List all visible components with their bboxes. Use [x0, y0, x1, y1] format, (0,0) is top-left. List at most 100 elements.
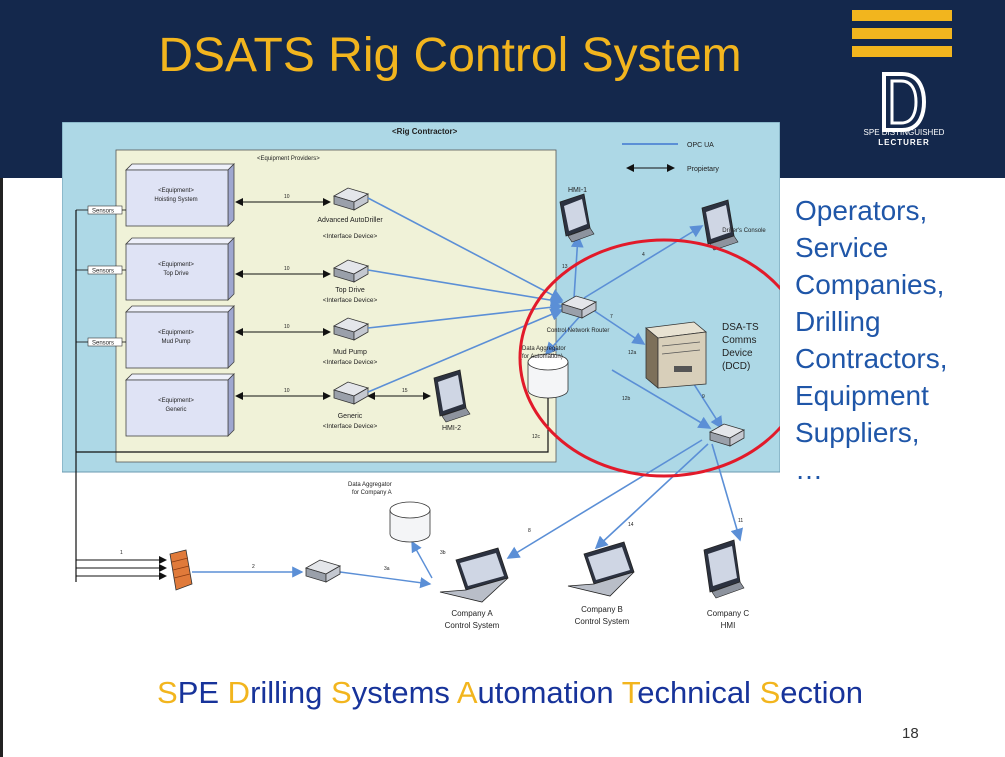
footer-initial: A [456, 675, 478, 710]
logo-bar-middle [852, 28, 952, 39]
link-num-10-b: 10 [284, 266, 290, 272]
equipment-topdrive-name: Top Drive [163, 271, 189, 277]
stakeholder-item: Drilling [795, 306, 881, 337]
footer-initial: T [621, 675, 638, 710]
logo-text-line2: LECTURER [878, 138, 930, 147]
equipment-providers-label: <Equipment Providers> [257, 156, 320, 162]
logo-bar-top [852, 10, 952, 21]
footer-word-rest: utomation [477, 675, 622, 710]
control-network-router-label: Control Network Router [547, 328, 610, 334]
link-num-1: 1 [120, 550, 123, 556]
link-num-14: 14 [628, 522, 634, 528]
sensors-label-2: Sensors [92, 269, 114, 275]
interface-autodriller-sub: <Interface Device> [323, 233, 378, 240]
link-num-7: 7 [610, 314, 613, 320]
sensors-label-3: Sensors [92, 341, 114, 347]
link-num-3a: 3a [384, 566, 390, 572]
interface-mudpump-name: Mud Pump [333, 349, 367, 356]
link-num-10-a: 10 [284, 194, 290, 200]
dcd-label-line1: DSA-TS [722, 322, 759, 333]
footer-word-rest: rilling [250, 675, 332, 710]
company-b-laptop-icon [567, 541, 635, 597]
footer-section-title: SPE Drilling Systems Automation Technica… [30, 675, 990, 711]
interface-device-mudpump: Mud Pump <Interface Device> [323, 317, 378, 366]
legend-opc-label: OPC UA [687, 142, 714, 149]
highlight-ellipse [518, 238, 780, 478]
control-network-router-icon [560, 295, 598, 319]
equipment-hoisting-name: Hoisting System [154, 197, 197, 203]
logo-text-line1: SPE DISTINGUISHED [863, 128, 945, 137]
interface-mudpump-sub: <Interface Device> [323, 359, 378, 366]
company-c-label-line2: HMI [721, 621, 736, 630]
logo-bar-bottom [852, 46, 952, 57]
stakeholder-item: Service [795, 232, 889, 263]
stakeholder-item: … [795, 454, 823, 485]
company-a-aggregator-label-line1: Data Aggregator [348, 482, 392, 488]
footer-word-rest: echnical [637, 675, 760, 710]
drillers-console-monitor-icon [701, 199, 739, 251]
link-num-2: 2 [252, 564, 255, 570]
link-num-10-d: 10 [284, 388, 290, 394]
edge-router-icon [708, 423, 746, 447]
stakeholder-item: Companies, [795, 269, 945, 300]
stakeholder-item: Operators, [795, 195, 928, 226]
interface-generic-sub: <Interface Device> [323, 423, 378, 430]
company-a-aggregator-label-line2: for Company A [352, 490, 392, 496]
opc-ua-links: 6 13 4 7 12a 12b 12c 9 8 14 11 3b 3a 2 1 [120, 197, 743, 589]
link-num-15: 15 [402, 388, 408, 394]
stakeholder-list: Operators, Service Companies, Drilling C… [795, 192, 1005, 488]
interface-device-generic: Generic <Interface Device> [323, 381, 378, 430]
link-num-12b: 12b [622, 396, 631, 402]
company-a-laptop-icon [439, 547, 509, 603]
footer-initial: S [759, 675, 781, 710]
aggregator-to-bus-link [76, 398, 549, 453]
hmi1-monitor-icon [559, 193, 595, 243]
data-aggregator-label-line2: (for Automation) [520, 354, 563, 360]
link-num-3b: 3b [440, 550, 446, 556]
link-num-4: 4 [642, 252, 645, 258]
stakeholder-item: Suppliers, [795, 417, 920, 448]
stakeholder-item: Equipment [795, 380, 929, 411]
footer-word-rest: PE [177, 675, 228, 710]
interface-device-autodriller: Advanced AutoDriller <Interface Device> [317, 187, 383, 240]
footer-initial: S [157, 675, 178, 710]
dcd-label-line3: Device [722, 348, 753, 359]
slide-title: DSATS Rig Control System [158, 29, 742, 82]
logo-d-icon [882, 72, 926, 132]
dcd-label-line2: Comms [722, 335, 756, 346]
interface-topdrive-sub: <Interface Device> [323, 297, 378, 304]
hmi1-label: HMI-1 [568, 187, 587, 194]
footer-word-rest: ystems [351, 675, 457, 710]
link-num-12c: 12c [532, 434, 541, 440]
hmi2-monitor-icon [433, 369, 471, 423]
company-a-label-line2: Control System [445, 621, 500, 630]
sensors-tags: Sensors Sensors Sensors [76, 205, 126, 347]
sensors-label-1: Sensors [92, 209, 114, 215]
stakeholder-item: Contractors, [795, 343, 948, 374]
equipment-mudpump-box: <Equipment> Mud Pump [125, 305, 235, 369]
company-c-monitor-icon [703, 539, 745, 599]
sensor-to-firewall-lines [76, 556, 167, 580]
equipment-hoisting-type: <Equipment> [158, 188, 194, 194]
interface-autodriller-name: Advanced AutoDriller [317, 217, 383, 224]
company-a-label-line1: Company A [451, 609, 493, 618]
link-num-11: 11 [738, 518, 743, 524]
drillers-console-label: Driller's Console [722, 228, 766, 234]
company-a-router-icon [304, 559, 342, 583]
company-a-aggregator-icon [389, 501, 431, 543]
interface-device-topdrive: Top Drive <Interface Device> [323, 259, 378, 304]
equipment-mudpump-type: <Equipment> [158, 330, 194, 336]
equipment-generic-box: <Equipment> Generic [125, 373, 235, 437]
hmi2-label: HMI-2 [442, 425, 461, 432]
firewall-icon [169, 549, 193, 591]
equipment-hoisting-box: <Equipment> Hoisting System [125, 163, 235, 227]
company-b-label-line1: Company B [581, 605, 623, 614]
rig-contractor-label: <Rig Contractor> [392, 127, 458, 136]
interface-topdrive-name: Top Drive [335, 287, 365, 294]
company-b-label-line2: Control System [575, 617, 630, 626]
rig-control-diagram: <Rig Contractor> <Equipment Providers> O… [62, 122, 780, 644]
dcd-server-icon [645, 321, 707, 389]
company-c-label-line1: Company C [707, 609, 749, 618]
slide-left-border [0, 178, 3, 757]
